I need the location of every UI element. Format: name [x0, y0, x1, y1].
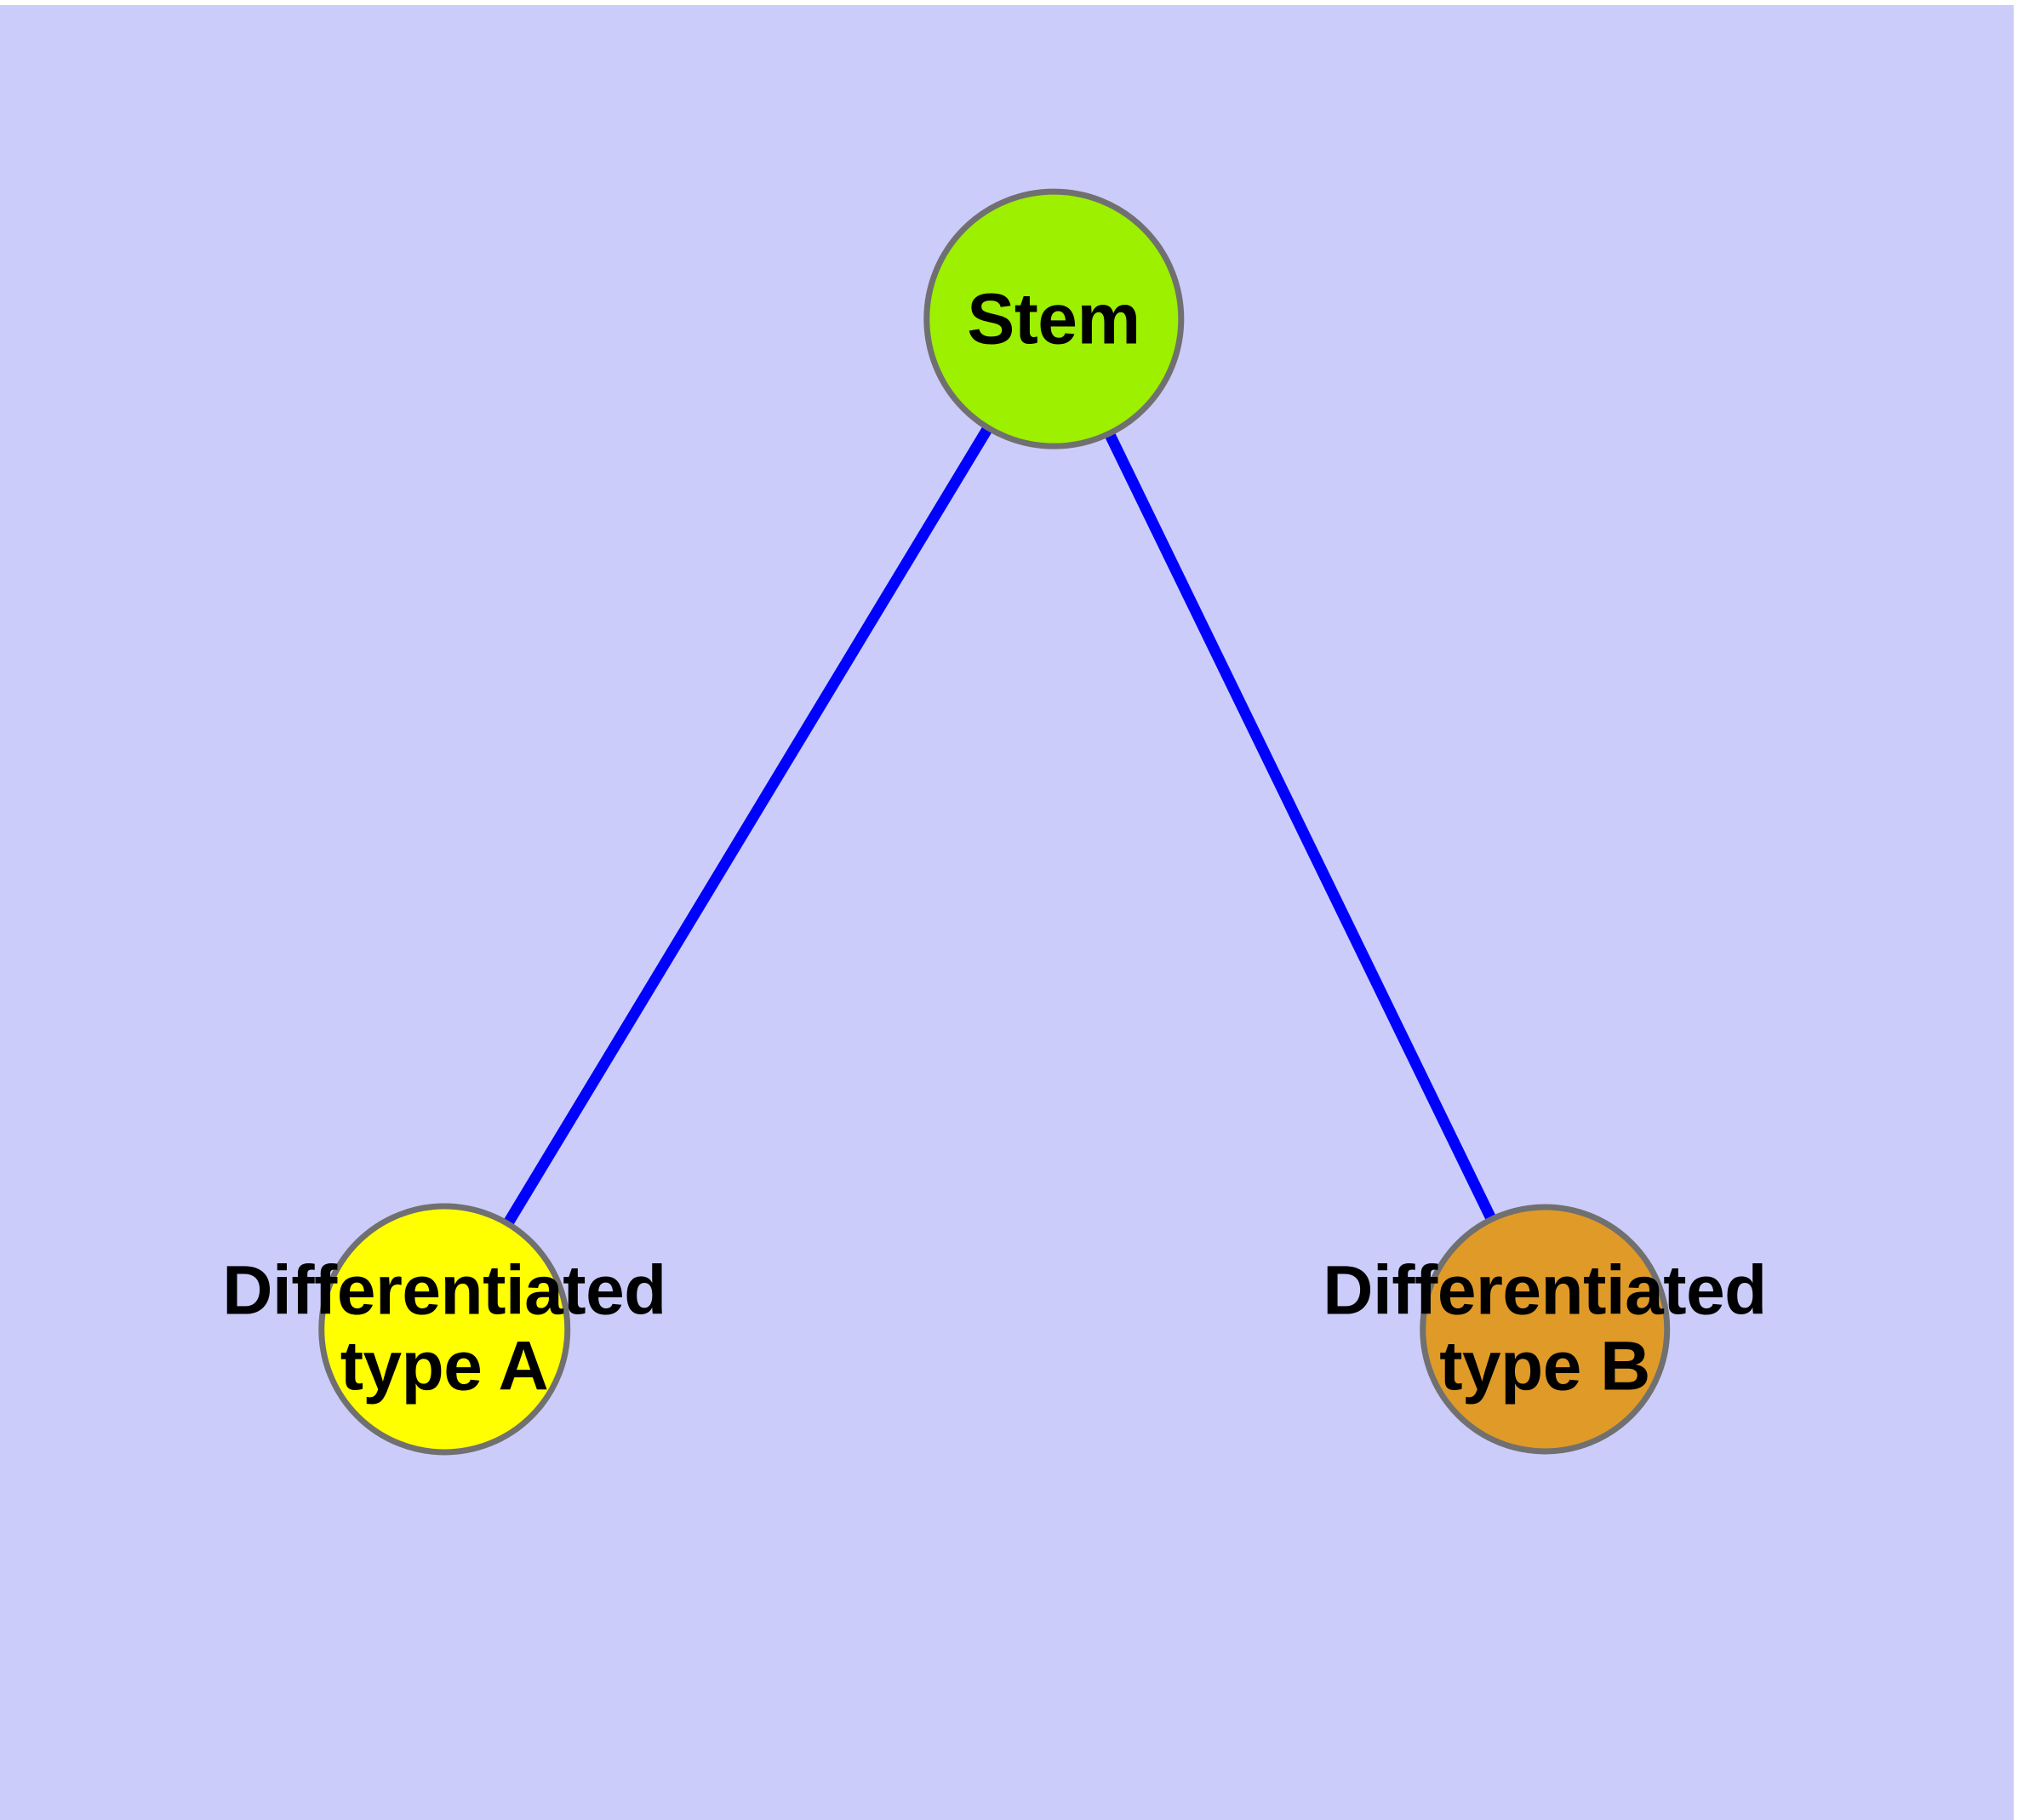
node-differentiated-type-b-label: Differentiated type B: [1323, 1253, 1767, 1404]
node-differentiated-type-a-label-line-1: Differentiated: [222, 1251, 666, 1330]
node-differentiated-type-b-label-line-1: Differentiated: [1323, 1251, 1767, 1330]
node-differentiated-type-a[interactable]: Differentiated type A: [222, 1203, 666, 1455]
edge-stem-to-differentiated-type-b: [1105, 431, 1496, 1222]
node-stem-label: Stem: [967, 278, 1140, 359]
node-differentiated-type-a-shape: [317, 1203, 570, 1455]
node-differentiated-type-a-label: Differentiated type A: [222, 1253, 666, 1404]
node-differentiated-type-b-label-line-2: type B: [1439, 1327, 1650, 1405]
node-differentiated-type-b[interactable]: Differentiated type B: [1323, 1204, 1767, 1454]
node-stem[interactable]: Stem: [923, 189, 1184, 449]
node-stem-label-line-1: Stem: [967, 278, 1140, 359]
edge-stem-to-differentiated-type-a: [503, 425, 992, 1227]
node-differentiated-type-b-shape: [1419, 1204, 1670, 1454]
node-stem-shape: [923, 189, 1184, 449]
node-differentiated-type-a-label-line-2: type A: [340, 1327, 549, 1405]
